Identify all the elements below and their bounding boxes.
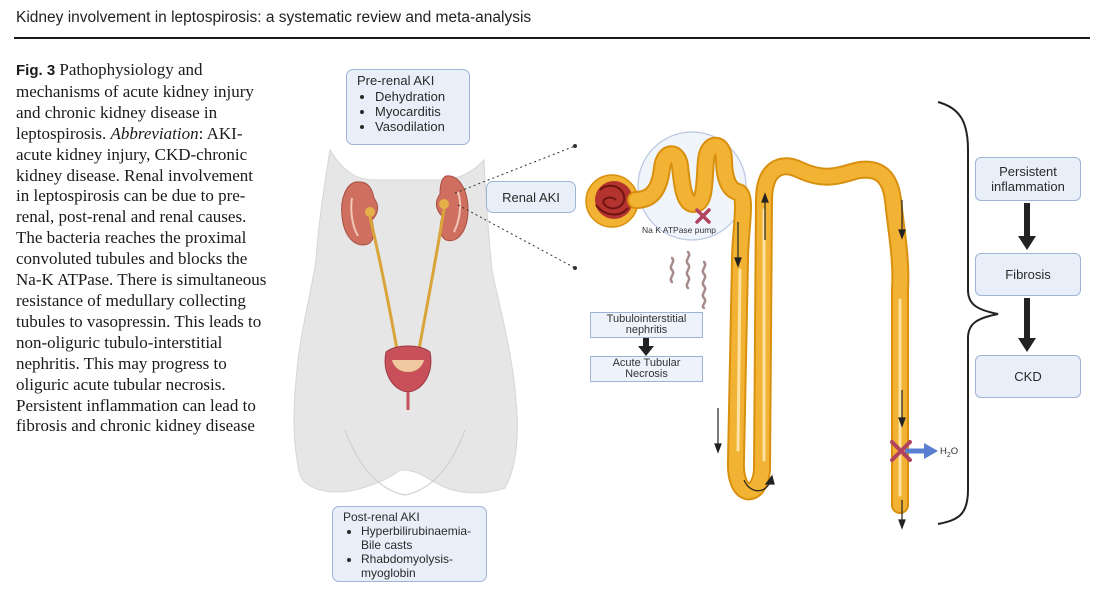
- water-label: H2O: [940, 446, 959, 459]
- atn-label: Acute Tubular Necrosis: [612, 356, 681, 380]
- pelvis-contour: [344, 429, 466, 496]
- tin-box: Tubulointerstitial nephritis: [590, 312, 703, 338]
- glomerulus-icon: [585, 174, 639, 228]
- bladder-icon: [384, 345, 432, 410]
- figure-label: Fig. 3: [16, 62, 56, 79]
- callout-line-bottom: [457, 204, 576, 269]
- callout-line-top: [454, 145, 576, 194]
- prerenal-item: Myocarditis: [375, 104, 469, 119]
- abbreviation-label: Abbreviation: [110, 123, 199, 143]
- stage-label: CKD: [1014, 369, 1042, 384]
- postrenal-title: Post-renal AKI: [343, 510, 420, 524]
- leptospira-icon: [669, 250, 707, 310]
- renal-aki-box: Renal AKI: [486, 181, 576, 213]
- atn-box: Acute Tubular Necrosis: [590, 356, 703, 382]
- prerenal-box: Pre-renal AKI Dehydration Myocarditis Va…: [346, 69, 470, 145]
- prerenal-title: Pre-renal AKI: [357, 73, 435, 88]
- tin-to-atn-arrow: [638, 338, 654, 356]
- tin-label: Tubulointerstitial nephritis: [606, 312, 687, 336]
- header-rule: [14, 37, 1090, 39]
- pump-block-icon: [695, 208, 711, 224]
- prerenal-item: Vasodilation: [375, 119, 469, 134]
- running-header: Kidney involvement in leptospirosis: a s…: [16, 9, 532, 26]
- stage-label: Persistent inflammation: [991, 164, 1065, 194]
- postrenal-item: Rhabdomyolysis- myoglobin: [361, 552, 486, 580]
- prerenal-item: Dehydration: [375, 89, 469, 104]
- ckd-box: CKD: [975, 355, 1081, 398]
- stage-label: Fibrosis: [1005, 267, 1051, 282]
- stage-arrows: [1018, 203, 1036, 352]
- bracket: [937, 101, 999, 525]
- caption-text-2: : AKI- acute kidney injury, CKD-chronic …: [16, 123, 267, 436]
- renal-aki-label: Renal AKI: [502, 189, 560, 205]
- persistent-inflammation-box: Persistent inflammation: [975, 157, 1081, 201]
- flow-arrows: [714, 192, 906, 530]
- water-block-icon: [890, 440, 938, 462]
- body-silhouette: [293, 148, 518, 494]
- postrenal-item: Hyperbilirubinaemia- Bile casts: [361, 524, 486, 552]
- left-ureter: [368, 216, 400, 356]
- caption-text-1: Pathophysiology and mechanisms of acute …: [16, 60, 254, 143]
- figure-caption: Fig. 3 Pathophysiology and mechanisms of…: [16, 60, 268, 437]
- right-kidney-icon: [435, 175, 469, 242]
- fibrosis-box: Fibrosis: [975, 253, 1081, 296]
- nephron-tubule: [627, 136, 910, 514]
- postrenal-box: Post-renal AKI Hyperbilirubinaemia- Bile…: [332, 506, 487, 582]
- pump-label: Na K ATPase pump: [642, 225, 717, 235]
- right-ureter: [416, 208, 446, 356]
